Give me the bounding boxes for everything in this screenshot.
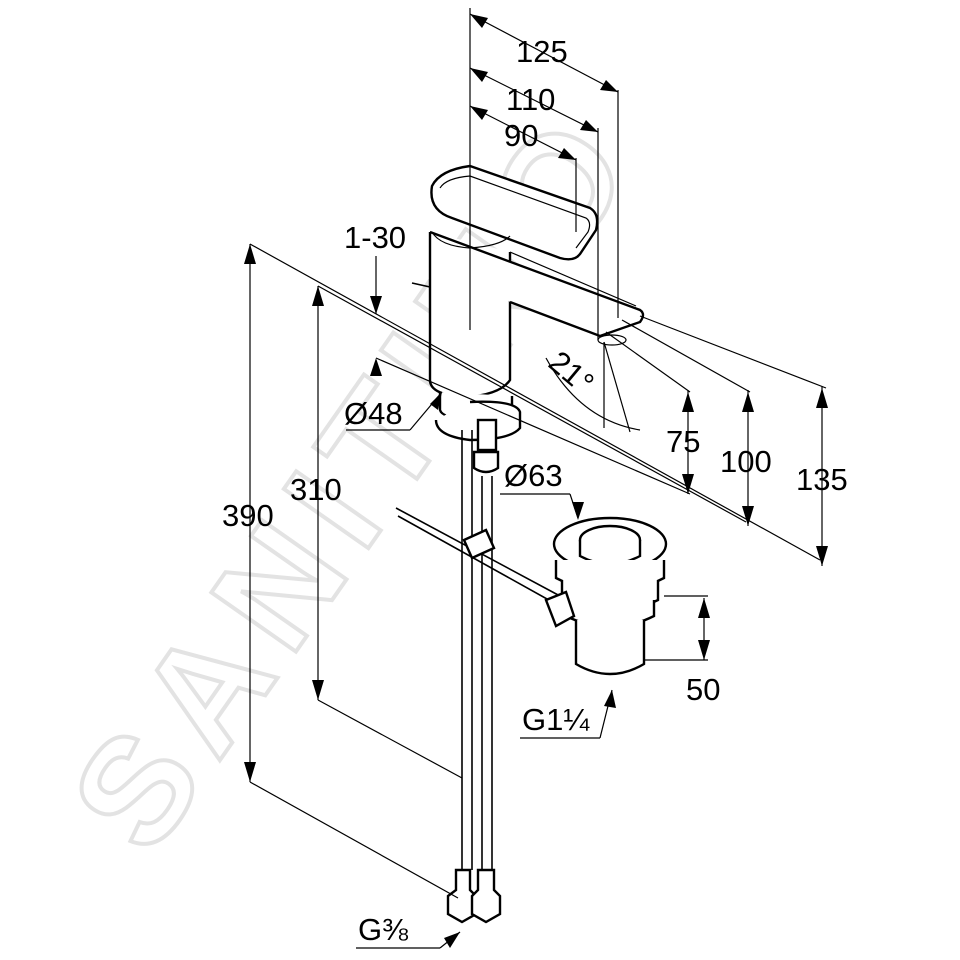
- dim-125: 125: [516, 34, 568, 69]
- watermark: SANITINO: [37, 75, 672, 880]
- thread-g1-1-4: G1¼: [522, 702, 590, 737]
- faucet-body: [395, 164, 645, 924]
- dim-diameter-48: Ø48: [344, 396, 403, 431]
- dim-21-degrees: 21°: [542, 344, 600, 401]
- arrowheads: [244, 14, 828, 948]
- dim-1-30: 1-30: [344, 220, 406, 255]
- dim-310: 310: [290, 472, 342, 507]
- dim-diameter-63: Ø63: [504, 458, 563, 493]
- dim-110: 110: [506, 82, 555, 117]
- popup-waste: [544, 516, 668, 676]
- dim-90: 90: [504, 118, 538, 153]
- dim-100: 100: [720, 444, 772, 479]
- dim-75: 75: [666, 424, 700, 459]
- dim-135: 135: [796, 462, 848, 497]
- dimension-lines: [249, 8, 827, 949]
- dim-50: 50: [686, 672, 720, 707]
- watermark-text: SANITINO: [39, 77, 670, 878]
- dim-390: 390: [222, 498, 274, 533]
- thread-g3-8: G⅜: [358, 912, 408, 947]
